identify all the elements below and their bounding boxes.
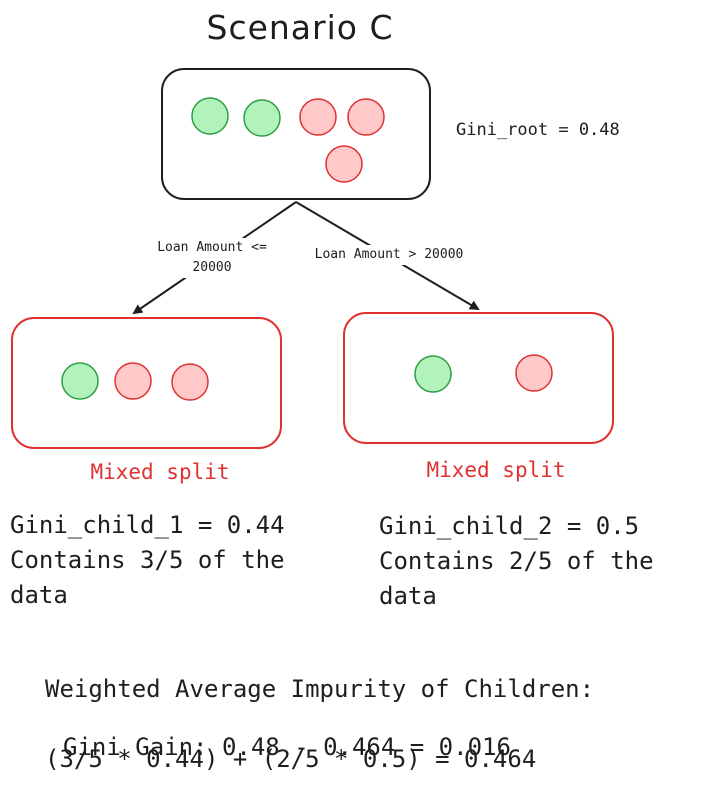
weighted-heading: Weighted Average Impurity of Children:: [45, 675, 595, 703]
right-edge-label: Loan Amount > 20000: [300, 245, 478, 265]
left-edge-label: Loan Amount <= 20000: [146, 238, 278, 278]
green-sample: [61, 362, 99, 400]
right-child-box: [343, 312, 614, 444]
root-node-samples: [191, 97, 385, 183]
left-child-samples: [61, 362, 209, 401]
diagram-title: Scenario C: [206, 8, 394, 47]
weighted-formula: (3/5 * 0.44) + (2/5 * 0.5) = 0.464: [45, 745, 537, 773]
root-node-box: [161, 68, 431, 200]
right-child-description: Gini_child_2 = 0.5 Contains 2/5 of the d…: [379, 512, 654, 610]
left-split-label: Mixed split: [90, 460, 230, 484]
left-child-description: Gini_child_1 = 0.44 Contains 3/5 of the …: [10, 511, 285, 609]
red-sample: [299, 98, 337, 136]
tree-diagram: [11, 68, 614, 449]
right-child-samples: [414, 354, 553, 393]
weighted-impurity: Weighted Average Impurity of Children: (…: [45, 637, 594, 812]
green-sample: [243, 99, 281, 137]
right-split-label: Mixed split: [426, 458, 566, 482]
gini-root-label: Gini_root = 0.48: [456, 120, 620, 140]
red-sample: [515, 354, 553, 392]
green-sample: [191, 97, 229, 135]
green-sample: [414, 355, 452, 393]
red-sample: [171, 363, 209, 401]
gini-gain: Gini Gain: 0.48 - 0.464 = 0.016: [63, 733, 511, 761]
red-sample: [114, 362, 152, 400]
red-sample: [325, 145, 363, 183]
red-sample: [347, 98, 385, 136]
